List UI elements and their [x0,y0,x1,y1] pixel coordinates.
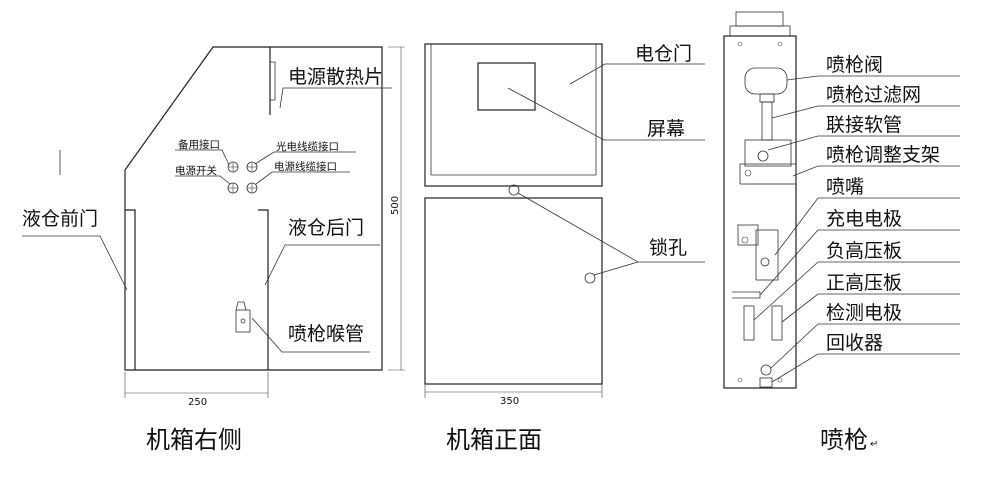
cabinet-side-view: 电源散热片 备用接口 光电线缆接口 电源开关 电源线缆接口 液仓前门 液仓后门 … [22,46,405,454]
rear-door-shape [258,209,269,370]
label-spare-port: 备用接口 [178,138,220,151]
gun-nozzle-shape [755,229,779,281]
gun-label-1: 喷枪阀 [826,54,883,76]
dim-side-height: 500 [390,196,401,215]
label-lock-hole: 锁孔 [649,237,687,259]
gun-negative-plate [743,305,755,341]
throat-pipe-shape [235,301,251,333]
spray-gun-view: 喷枪阀 喷枪过滤网 联接软管 喷枪调整支架 喷嘴 充电电极 负高压板 正高压板 … [723,11,960,454]
label-rear-door: 液仓后门 [288,217,364,239]
front-door-shape [125,209,136,370]
gun-collector [759,377,773,388]
electric-door-shape [424,43,603,187]
caption-front: 机箱正面 [446,426,542,454]
gun-label-4: 喷枪调整支架 [826,144,940,166]
gun-label-2: 喷枪过滤网 [826,84,921,106]
label-throat-pipe: 喷枪喉管 [288,323,364,345]
gun-positive-plate [771,305,783,341]
gun-hose-block [744,139,792,167]
caption-side: 机箱右侧 [146,426,242,454]
lock-hole-top [508,184,520,196]
return-mark-icon: ↵ [870,439,878,450]
gun-label-9: 检测电极 [826,302,902,324]
label-power-switch: 电源开关 [175,164,217,177]
gun-label-7: 负高压板 [826,240,902,262]
gun-label-6: 充电电极 [826,208,902,230]
label-fiber-port: 光电线缆接口 [276,140,339,153]
lower-cabinet-shape [424,197,603,385]
screen-shape [477,62,536,111]
gun-label-5: 喷嘴 [826,176,864,198]
label-heatsink: 电源散热片 [288,66,383,88]
gun-valve-shape [744,67,788,95]
gun-label-10: 回收器 [826,332,883,354]
caption-gun: 喷枪 [820,426,868,454]
gun-label-3: 联接软管 [826,114,902,136]
gun-filter-shape [761,101,773,141]
dim-side-width: 250 [188,397,207,408]
gun-bracket-shape [739,163,797,185]
dim-front-width: 350 [500,396,519,407]
label-power-cable-port: 电源线缆接口 [274,160,337,173]
gun-label-8: 正高压板 [826,272,902,294]
gun-detect-electrode [760,364,772,376]
lock-hole-side [584,272,596,284]
label-elec-door: 电仓门 [635,43,692,65]
port-cluster [227,161,258,194]
gun-top-cap [735,11,784,27]
cabinet-front-view: 电仓门 屏幕 锁孔 350 机箱正面 [424,43,705,454]
gun-body [723,35,797,389]
label-screen: 屏幕 [647,118,685,140]
label-front-door: 液仓前门 [22,208,98,230]
gun-charge-electrode [732,291,761,299]
side-outline [124,46,383,371]
